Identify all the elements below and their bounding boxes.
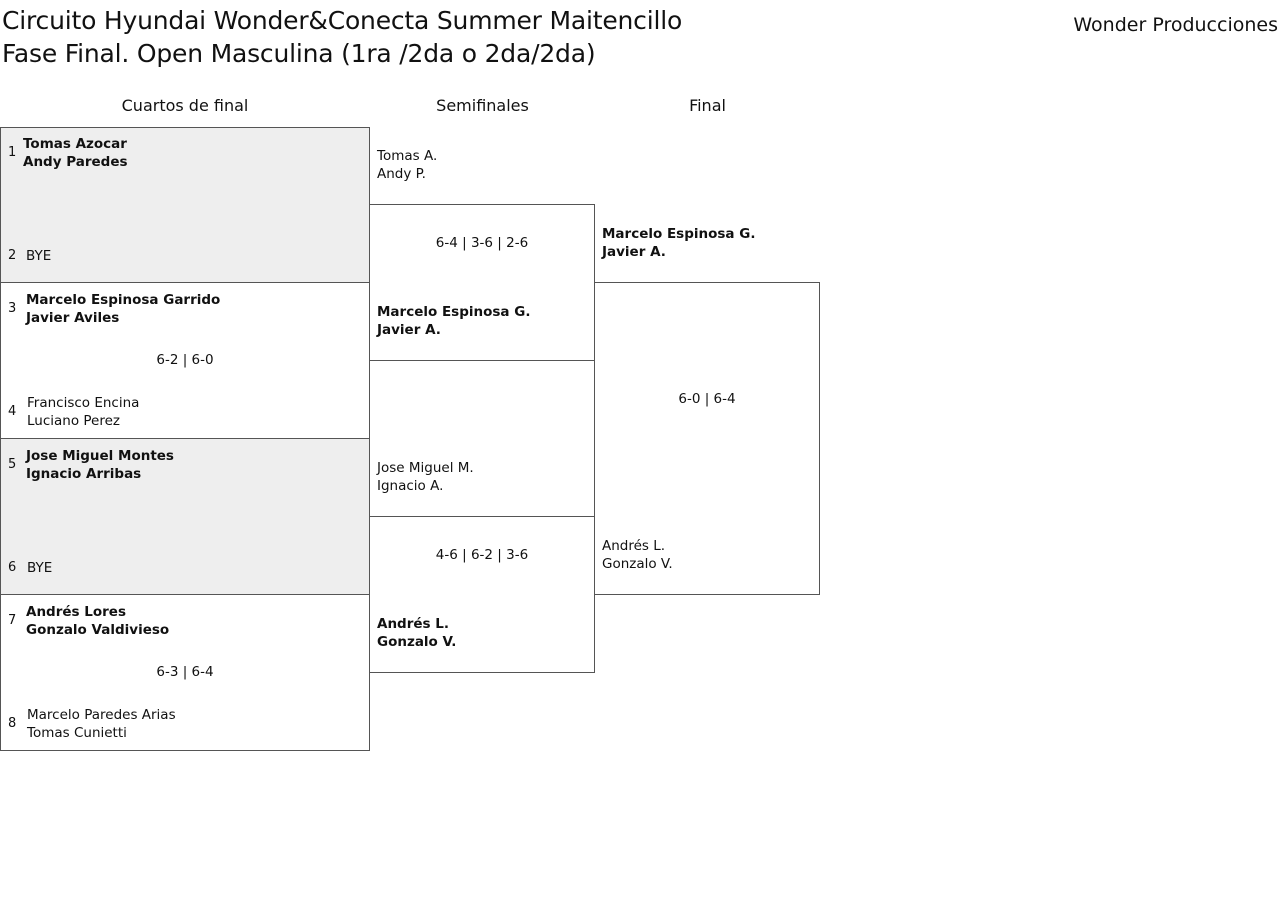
team-entry: Andrés L. Gonzalo V. bbox=[602, 537, 673, 573]
match-score: 6-4 | 3-6 | 2-6 bbox=[435, 235, 529, 251]
seed-number: 3 bbox=[8, 301, 17, 316]
team-entry: Andrés Lores Gonzalo Valdivieso bbox=[26, 603, 169, 639]
round-header-semifinals: Semifinales bbox=[436, 96, 529, 115]
player-name: Jose Miguel M. bbox=[377, 460, 474, 476]
team-entry: Jose Miguel Montes Ignacio Arribas bbox=[26, 447, 174, 483]
team-entry: Jose Miguel M. Ignacio A. bbox=[377, 459, 474, 495]
player-name: Javier A. bbox=[602, 244, 666, 260]
player-name: Andy Paredes bbox=[23, 154, 128, 170]
team-entry: Marcelo Espinosa G. Javier A. bbox=[602, 225, 755, 261]
quarterfinal-match-3 bbox=[0, 438, 370, 595]
player-name: Gonzalo V. bbox=[602, 556, 673, 572]
player-name: Tomas A. bbox=[377, 148, 438, 164]
team-entry: Tomas Azocar Andy Paredes bbox=[23, 135, 128, 171]
player-name: Marcelo Paredes Arias bbox=[27, 707, 176, 723]
player-name: Gonzalo V. bbox=[377, 634, 457, 650]
player-name: Gonzalo Valdivieso bbox=[26, 622, 170, 638]
player-name: Luciano Perez bbox=[27, 413, 121, 429]
seed-number: 1 bbox=[8, 145, 17, 160]
player-name: Andy P. bbox=[377, 166, 426, 182]
player-name: Ignacio Arribas bbox=[26, 466, 142, 482]
player-name: Javier Aviles bbox=[26, 310, 120, 326]
player-name: Tomas Azocar bbox=[23, 136, 127, 152]
seed-number: 6 bbox=[8, 560, 17, 575]
player-name: Marcelo Espinosa Garrido bbox=[26, 292, 221, 308]
seed-number: 8 bbox=[8, 716, 17, 731]
player-name: Marcelo Espinosa G. bbox=[602, 226, 756, 242]
round-header-quarterfinals: Cuartos de final bbox=[121, 96, 249, 115]
title-line-1: Circuito Hyundai Wonder&Conecta Summer M… bbox=[2, 6, 683, 35]
player-name: Andrés L. bbox=[602, 538, 666, 554]
match-score: 6-3 | 6-4 bbox=[156, 664, 214, 680]
player-name: Jose Miguel Montes bbox=[26, 448, 174, 464]
player-name: BYE bbox=[26, 248, 52, 264]
player-name: Francisco Encina bbox=[27, 395, 140, 411]
round-header-final: Final bbox=[689, 96, 726, 115]
match-score: 6-2 | 6-0 bbox=[156, 352, 214, 368]
team-entry: Marcelo Espinosa Garrido Javier Aviles bbox=[26, 291, 220, 327]
match-score: 6-0 | 6-4 bbox=[678, 391, 736, 407]
player-name: Ignacio A. bbox=[377, 478, 444, 494]
seed-number: 4 bbox=[8, 404, 17, 419]
title-line-2: Fase Final. Open Masculina (1ra /2da o 2… bbox=[2, 39, 596, 68]
player-name: Andrés Lores bbox=[26, 604, 126, 620]
team-entry: BYE bbox=[27, 559, 52, 577]
quarterfinal-match-1 bbox=[0, 127, 370, 283]
seed-number: 7 bbox=[8, 613, 17, 628]
organizer-name: Wonder Producciones bbox=[1073, 14, 1278, 36]
seed-number: 2 bbox=[8, 248, 17, 263]
player-name: Marcelo Espinosa G. bbox=[377, 304, 531, 320]
player-name: BYE bbox=[27, 560, 53, 576]
team-entry: Francisco Encina Luciano Perez bbox=[27, 394, 139, 430]
seed-number: 5 bbox=[8, 457, 17, 472]
player-name: Tomas Cunietti bbox=[27, 725, 127, 741]
team-entry: BYE bbox=[26, 247, 51, 265]
team-entry: Marcelo Paredes Arias Tomas Cunietti bbox=[27, 706, 176, 742]
final-match bbox=[594, 282, 820, 595]
team-entry: Marcelo Espinosa G. Javier A. bbox=[377, 303, 530, 339]
page-title: Circuito Hyundai Wonder&Conecta Summer M… bbox=[2, 4, 682, 70]
team-entry: Andrés L. Gonzalo V. bbox=[377, 615, 456, 651]
player-name: Andrés L. bbox=[377, 616, 450, 632]
player-name: Javier A. bbox=[377, 322, 441, 338]
match-score: 4-6 | 6-2 | 3-6 bbox=[435, 547, 529, 563]
team-entry: Tomas A. Andy P. bbox=[377, 147, 437, 183]
